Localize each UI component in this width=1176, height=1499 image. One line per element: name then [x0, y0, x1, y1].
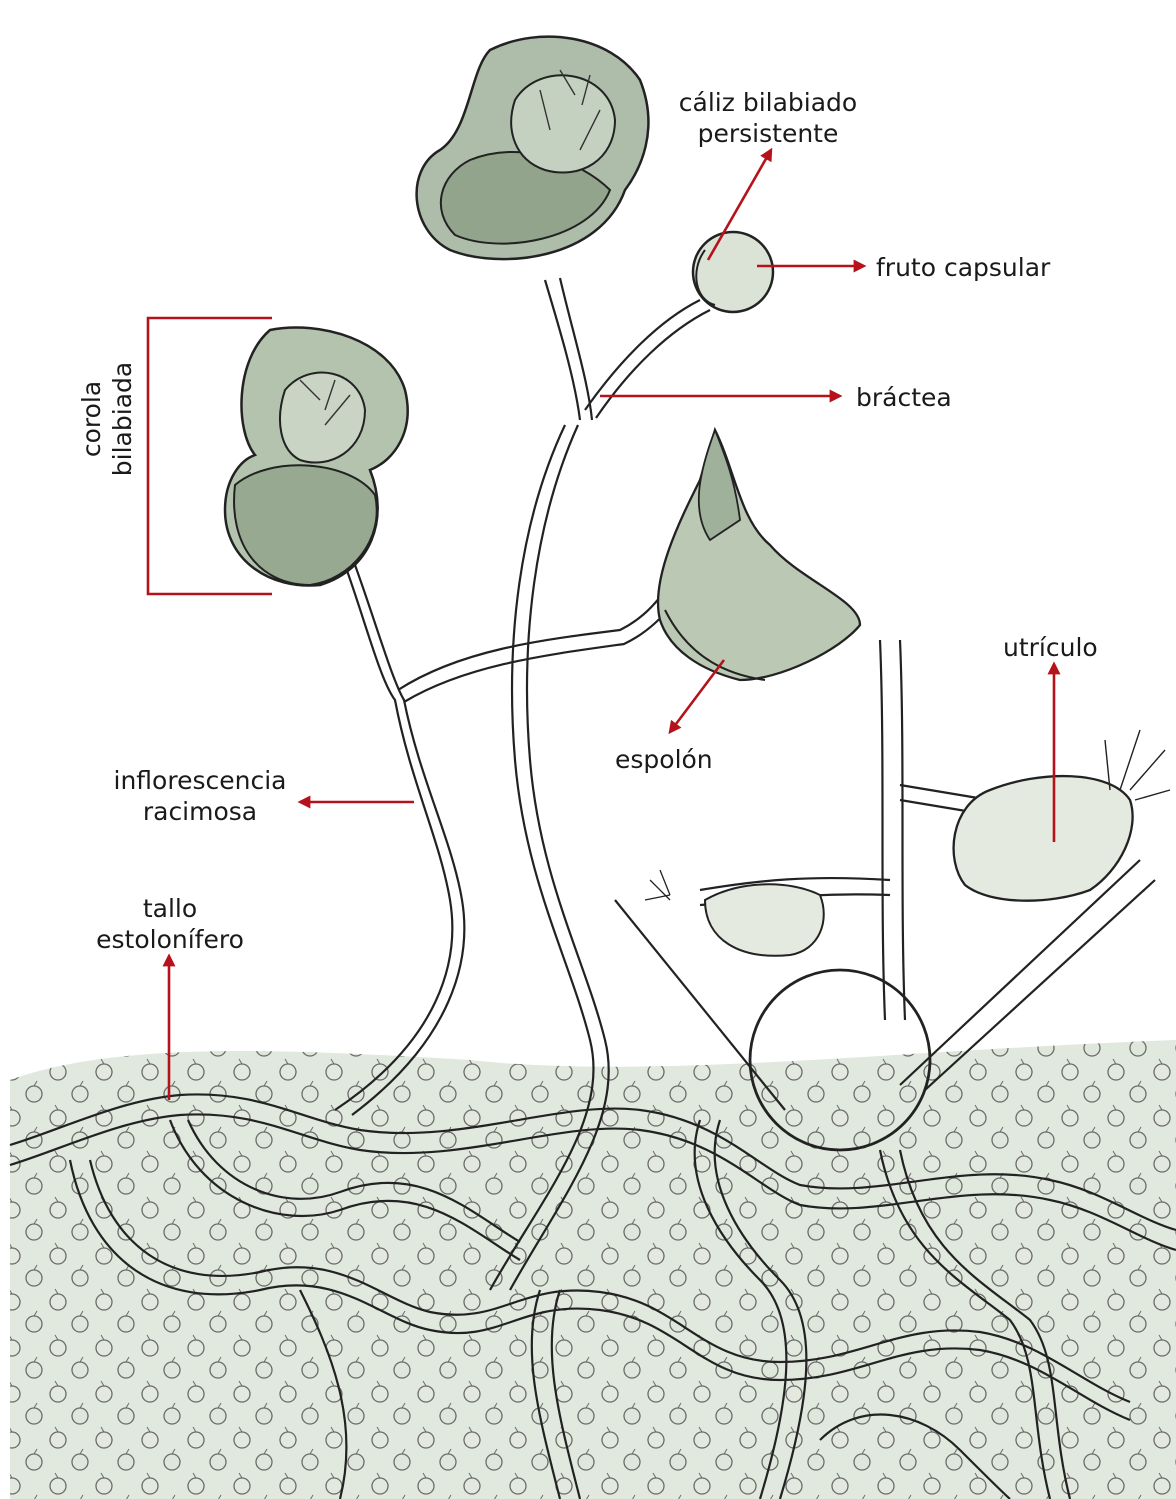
label-tallo-line2: estolonífero [90, 924, 250, 955]
label-inflorescencia-line1: inflorescencia [100, 765, 300, 796]
utricle-enlarged [705, 730, 1170, 956]
label-tallo-line1: tallo [90, 893, 250, 924]
fruit-capsule [693, 232, 773, 312]
top-flower [417, 37, 649, 259]
label-inflorescencia: inflorescencia racimosa [100, 765, 300, 827]
label-caliz-line1: cáliz bilabiado [668, 87, 868, 118]
label-espolon: espolón [615, 744, 713, 775]
label-utriculo: utrículo [1003, 632, 1098, 663]
label-caliz: cáliz bilabiado persistente [668, 87, 868, 149]
label-tallo: tallo estolonífero [90, 893, 250, 955]
annotation-arrows [169, 150, 1054, 1100]
label-corola: corola bilabiada [52, 348, 162, 458]
label-inflorescencia-line2: racimosa [100, 796, 300, 827]
label-corola-line1: corola [76, 354, 107, 484]
label-fruto: fruto capsular [876, 252, 1050, 283]
spurred-flower [658, 430, 860, 680]
label-corola-line2: bilabiada [107, 354, 138, 484]
arrow-espolon [670, 660, 724, 732]
label-caliz-line2: persistente [668, 118, 868, 149]
corolla-flower [225, 328, 408, 586]
label-bractea: bráctea [856, 382, 952, 413]
